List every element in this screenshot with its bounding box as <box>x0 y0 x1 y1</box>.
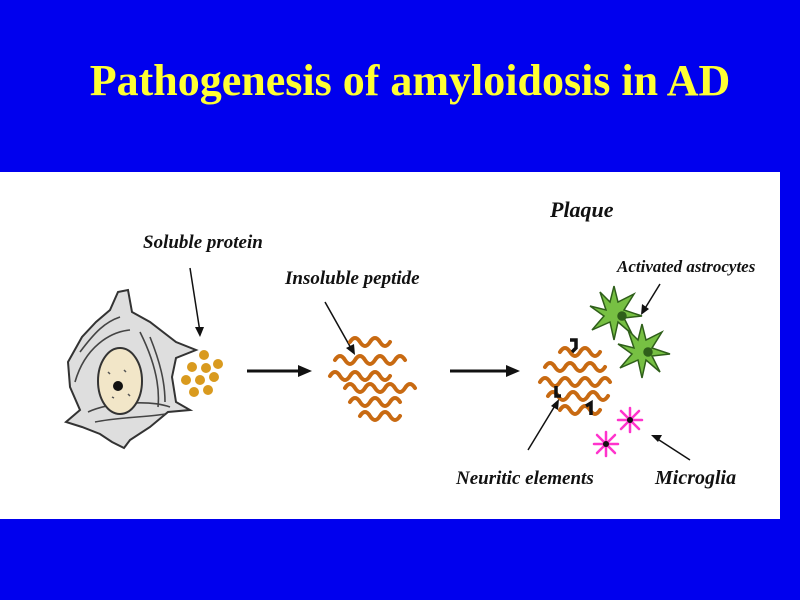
arrow-neuritic-elements <box>527 403 557 451</box>
process-arrow-1 <box>298 365 312 377</box>
arrow-activated-astrocytes <box>643 283 661 311</box>
diagram-panel: Soluble protein Insoluble peptide Plaque <box>0 172 780 519</box>
neuron-nucleus <box>97 347 143 415</box>
label-insoluble-peptide: Insoluble peptide <box>284 268 420 289</box>
process-arrow-2 <box>506 365 520 377</box>
amyloidosis-diagram: Soluble protein Insoluble peptide Plaque <box>63 197 756 489</box>
label-activated-astrocytes: Activated astrocytes <box>616 257 756 276</box>
arrow-soluble-protein <box>189 267 201 333</box>
label-soluble-protein: Soluble protein <box>143 232 263 253</box>
label-plaque: Plaque <box>549 197 614 222</box>
slide-title: Pathogenesis of amyloidosis in AD <box>89 56 731 105</box>
soluble-protein-dots <box>181 350 223 397</box>
plaque-amyloid-fibrils <box>538 346 612 416</box>
neuritic-elements <box>554 338 593 415</box>
neuron-nucleolus <box>113 381 123 391</box>
microglia-cells <box>592 406 644 458</box>
neuron-cell <box>63 288 199 450</box>
arrow-insoluble-peptide <box>324 301 353 351</box>
arrow-microglia <box>655 437 691 461</box>
activated-astrocytes <box>589 285 671 379</box>
label-neuritic-elements: Neuritic elements <box>455 468 594 489</box>
insoluble-peptide-fibrils <box>328 336 417 422</box>
label-microglia: Microglia <box>654 467 736 489</box>
